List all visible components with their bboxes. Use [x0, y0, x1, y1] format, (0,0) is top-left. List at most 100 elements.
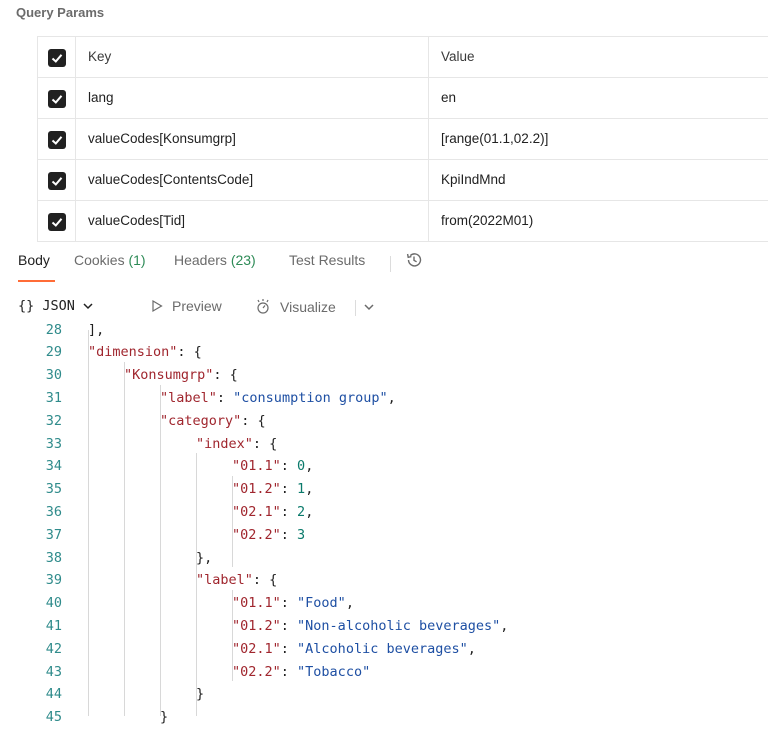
check-icon [51, 177, 63, 186]
json-key: "index" [196, 435, 253, 452]
check-icon [51, 54, 63, 63]
code-text: } [196, 683, 204, 706]
line-number: 43 [45, 663, 62, 680]
code-punctuation: : [280, 640, 298, 657]
history-icon [406, 253, 422, 267]
param-key[interactable]: valueCodes[Konsumgrp] [75, 119, 463, 159]
select-all-checkbox[interactable] [48, 49, 66, 67]
tab-headers[interactable]: Headers (23) [174, 252, 256, 268]
query-params-title: Query Params [16, 5, 105, 20]
code-line: 41"01.2": "Non-alcoholic beverages", [0, 615, 768, 638]
chevron-down-icon [83, 303, 93, 310]
play-icon [152, 299, 163, 313]
code-punctuation: ], [88, 321, 105, 338]
response-toolbar: {} JSON Preview Visualize [0, 288, 768, 328]
code-punctuation: }, [196, 549, 213, 566]
code-punctuation: , [305, 503, 314, 520]
code-punctuation: : [280, 458, 298, 475]
tab-cookies-label: Cookies [74, 252, 125, 268]
code-punctuation: : { [241, 412, 266, 429]
line-number: 29 [45, 344, 62, 361]
tabs-divider [390, 256, 391, 272]
code-text: "01.1": 0, [232, 455, 313, 478]
json-string: "Tobacco" [297, 663, 371, 680]
line-number: 37 [45, 526, 62, 543]
code-line: 40 "01.1": "Food", [0, 592, 768, 615]
json-key: "02.2" [232, 526, 281, 543]
param-key[interactable]: valueCodes[Tid] [75, 201, 463, 241]
line-number: 41 [45, 617, 62, 634]
code-text: "Konsumgrp": { [124, 364, 238, 387]
tab-test-results[interactable]: Test Results [289, 252, 366, 268]
json-key: "dimension" [88, 344, 178, 361]
line-number: 39 [45, 572, 62, 589]
json-key: "02.2" [232, 663, 281, 680]
code-punctuation: : [280, 617, 298, 634]
format-dropdown[interactable]: {} JSON [18, 298, 95, 314]
code-line: 28], [0, 319, 768, 342]
param-value[interactable]: [range(01.1,02.2)] [428, 119, 768, 159]
tab-cookies[interactable]: Cookies (1) [74, 252, 146, 268]
visualize-button[interactable]: Visualize [254, 298, 336, 316]
json-number: 1 [297, 481, 306, 498]
code-line: 45} [0, 706, 768, 729]
json-key: "01.1" [232, 595, 281, 612]
visualize-options-dropdown[interactable] [362, 300, 376, 314]
json-key: "01.1" [232, 458, 281, 475]
code-line: 32 "category": { [0, 410, 768, 433]
param-key[interactable]: lang [75, 78, 463, 118]
code-text: "01.1": "Food", [232, 592, 354, 615]
chevron-down-icon [364, 304, 374, 311]
json-number: 0 [297, 458, 306, 475]
json-key: "Konsumgrp" [124, 367, 214, 384]
param-value[interactable]: from(2022M01) [428, 201, 768, 241]
active-tab-indicator [18, 280, 55, 282]
code-punctuation: } [196, 686, 205, 703]
json-string: "Non-alcoholic beverages" [297, 617, 501, 634]
param-checkbox[interactable] [48, 90, 66, 108]
headers-count: (23) [230, 252, 256, 268]
toolbar-divider [355, 300, 356, 316]
json-key: "category" [160, 412, 242, 429]
line-number: 40 [45, 595, 62, 612]
param-value[interactable]: en [428, 78, 768, 118]
line-number: 35 [45, 481, 62, 498]
param-value[interactable]: KpiIndMnd [428, 160, 768, 200]
key-column-header: Key [75, 37, 463, 77]
preview-button[interactable]: Preview [150, 298, 222, 314]
check-icon [51, 218, 63, 227]
history-button[interactable] [404, 250, 424, 273]
code-text: ], [88, 319, 104, 342]
code-punctuation: : [280, 481, 298, 498]
code-punctuation: , [305, 481, 314, 498]
code-text: "02.2": "Tobacco" [232, 661, 370, 684]
response-body-editor[interactable]: 28],29"dimension": {30"Konsumgrp": {31"l… [0, 322, 768, 726]
code-line: 34 "01.1": 0, [0, 455, 768, 478]
code-text: "02.1": "Alcoholic beverages", [232, 638, 476, 661]
code-punctuation: , [345, 595, 354, 612]
code-punctuation: : [280, 595, 298, 612]
line-number: 42 [45, 640, 62, 657]
line-number: 32 [45, 412, 62, 429]
json-string: "Alcoholic beverages" [297, 640, 468, 657]
param-row: valueCodes[Konsumgrp] [range(01.1,02.2)] [37, 119, 768, 160]
check-icon [51, 95, 63, 104]
indent-guide [160, 385, 161, 716]
tab-body[interactable]: Body [18, 252, 50, 268]
param-checkbox[interactable] [48, 172, 66, 190]
check-icon [51, 136, 63, 145]
code-text: "02.2": 3 [232, 524, 305, 547]
cookies-count: (1) [128, 252, 146, 268]
line-number: 33 [45, 435, 62, 452]
code-punctuation: , [387, 389, 396, 406]
code-text: "dimension": { [88, 341, 202, 364]
code-text: "label": { [196, 569, 277, 592]
param-checkbox[interactable] [48, 131, 66, 149]
code-line: 35"01.2": 1, [0, 478, 768, 501]
code-line: 42 "02.1": "Alcoholic beverages", [0, 638, 768, 661]
param-key[interactable]: valueCodes[ContentsCode] [75, 160, 463, 200]
code-line: 36"02.1": 2, [0, 501, 768, 524]
code-punctuation: : { [252, 572, 278, 589]
line-number: 34 [45, 458, 62, 475]
param-checkbox[interactable] [48, 213, 66, 231]
